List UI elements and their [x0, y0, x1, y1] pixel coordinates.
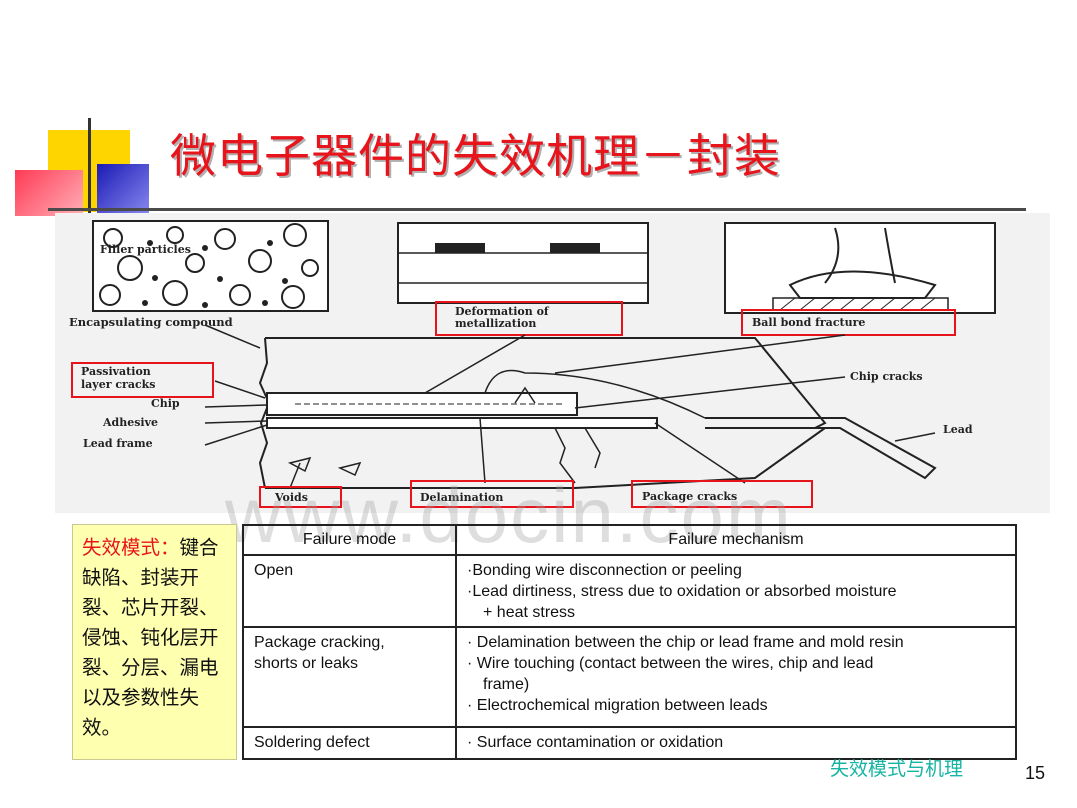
label-package-cracks: Package cracks: [642, 490, 737, 503]
metallization-box: [397, 222, 649, 304]
label-delamination: Delamination: [420, 491, 503, 504]
filler-particles-box: Filler particles: [92, 220, 329, 312]
mode-cell: Package cracking, shorts or leaks: [242, 626, 457, 727]
mechanism-line: ·Lead dirtiness, stress due to oxidation…: [467, 583, 897, 600]
header-failure-mechanism: Failure mechanism: [455, 524, 1017, 556]
label-filler-particles: Filler particles: [100, 243, 191, 256]
table-header-row: Failure mode Failure mechanism: [242, 524, 1017, 556]
mode-cell: Soldering defect: [242, 726, 457, 760]
label-passivation-line1: Passivation: [81, 365, 151, 378]
mechanism-cell: · Surface contamination or oxidation: [455, 726, 1017, 760]
label-encapsulating-compound: Encapsulating compound: [69, 315, 233, 329]
decor-blue-square: [97, 164, 149, 216]
label-ball-bond-fracture: Ball bond fracture: [752, 316, 865, 329]
mechanism-line: + heat stress: [483, 604, 576, 621]
mechanism-line: · Electrochemical migration between lead…: [467, 697, 768, 714]
mechanism-line: frame): [483, 676, 530, 693]
note-label: 失效模式：: [82, 536, 180, 559]
label-deformation-line2: metallization: [455, 317, 536, 330]
decor-vertical-line: [88, 118, 91, 218]
mechanism-line: · Wire touching (contact between the wir…: [467, 655, 874, 672]
label-deformation-line1: Deformation of: [455, 305, 550, 318]
failure-table: Failure mode Failure mechanism Open ·Bon…: [242, 524, 1017, 760]
label-chip-cracks: Chip cracks: [850, 370, 923, 383]
table-row: Open ·Bonding wire disconnection or peel…: [242, 554, 1017, 627]
mechanism-cell: ·Bonding wire disconnection or peeling ·…: [455, 554, 1017, 627]
mechanism-line: ·Bonding wire disconnection or peeling: [467, 562, 742, 579]
label-lead-frame: Lead frame: [83, 437, 153, 450]
table-row: Package cracking, shorts or leaks · Dela…: [242, 626, 1017, 727]
header-failure-mode: Failure mode: [242, 524, 457, 556]
mechanism-cell: · Delamination between the chip or lead …: [455, 626, 1017, 727]
table-row: Soldering defect · Surface contamination…: [242, 726, 1017, 760]
package-outline: [258, 337, 937, 489]
page-number: 15: [1025, 763, 1046, 783]
mode-cell: Open: [242, 554, 457, 627]
label-adhesive: Adhesive: [102, 416, 158, 429]
label-passivation-line2: layer cracks: [81, 378, 155, 391]
note-text: 键合缺陷、封装开裂、芯片开裂、侵蚀、钝化层开裂、分层、漏电以及参数性失效。: [82, 536, 219, 739]
footer-section-label: 失效模式与机理: [830, 758, 964, 780]
label-chip: Chip: [151, 397, 180, 410]
mode-soldering-defect: Soldering defect: [254, 734, 370, 751]
callout-arrows: [204, 324, 936, 489]
ball-bond-box: [724, 222, 996, 314]
mechanism-line: · Surface contamination or oxidation: [467, 734, 724, 751]
slide-title: 微电子器件的失效机理－封装: [170, 129, 781, 183]
title-rule: [48, 208, 1026, 211]
mode-shorts-or-leaks: shorts or leaks: [254, 655, 359, 672]
label-lead: Lead: [943, 423, 973, 436]
mode-package-cracking: Package cracking,: [254, 634, 385, 651]
package-failure-diagram: Filler particles Encapsulating compound …: [55, 213, 1050, 513]
failure-mode-note: 失效模式：键合缺陷、封装开裂、芯片开裂、侵蚀、钝化层开裂、分层、漏电以及参数性失…: [72, 524, 237, 760]
mechanism-line: · Delamination between the chip or lead …: [467, 634, 904, 651]
label-voids: Voids: [274, 491, 308, 504]
mode-open: Open: [254, 562, 294, 579]
